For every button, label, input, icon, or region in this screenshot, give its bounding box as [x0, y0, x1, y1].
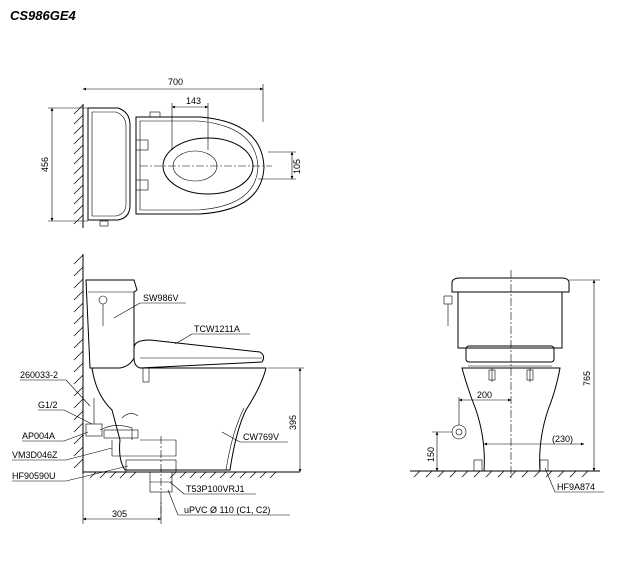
callout-cover: TCW1211A: [194, 324, 240, 334]
side-view: 395 305 SW986V TCW1211A 260033-2 G1/2 AP…: [12, 254, 304, 524]
callout-thread: G1/2: [38, 400, 58, 410]
floor-hatch-front: [413, 470, 589, 478]
callout-bowl: CW769V: [243, 432, 279, 442]
model-title: CS986GE4: [10, 8, 77, 23]
dim-floor-outlet: 305: [112, 509, 127, 519]
dim-bolt-offset: 143: [186, 96, 201, 106]
floor-hatch-side: [89, 471, 277, 479]
callout-pipe: uPVC Ø 110 (C1, C2): [184, 505, 270, 515]
dim-supply-height: 150: [426, 447, 436, 462]
callout-fix-kit: HF9A874: [557, 482, 595, 492]
callout-seat: SW986V: [143, 293, 179, 303]
callout-hose: VM3D046Z: [12, 450, 58, 460]
dim-overall-length: 700: [168, 77, 183, 87]
callout-flange: HF90590U: [12, 471, 56, 481]
top-view: 700 143 456 105: [40, 77, 302, 228]
dim-seat-height: 395: [288, 415, 298, 430]
dim-hole-offset: 105: [292, 159, 302, 174]
wall-hatch-top: [73, 104, 84, 225]
front-view: 765 200 150 (230) HF9A874: [410, 270, 604, 493]
callout-valve: AP004A: [22, 431, 55, 441]
callout-bolt: 260033-2: [20, 370, 58, 380]
wall-hatch-side: [73, 254, 84, 469]
dim-width: 456: [40, 157, 50, 172]
callout-adapter: T53P100VRJ1: [186, 484, 245, 494]
dim-bolt-spacing: 200: [477, 390, 492, 400]
dim-overall-height: 765: [582, 371, 592, 386]
dim-offset: (230): [552, 434, 573, 444]
